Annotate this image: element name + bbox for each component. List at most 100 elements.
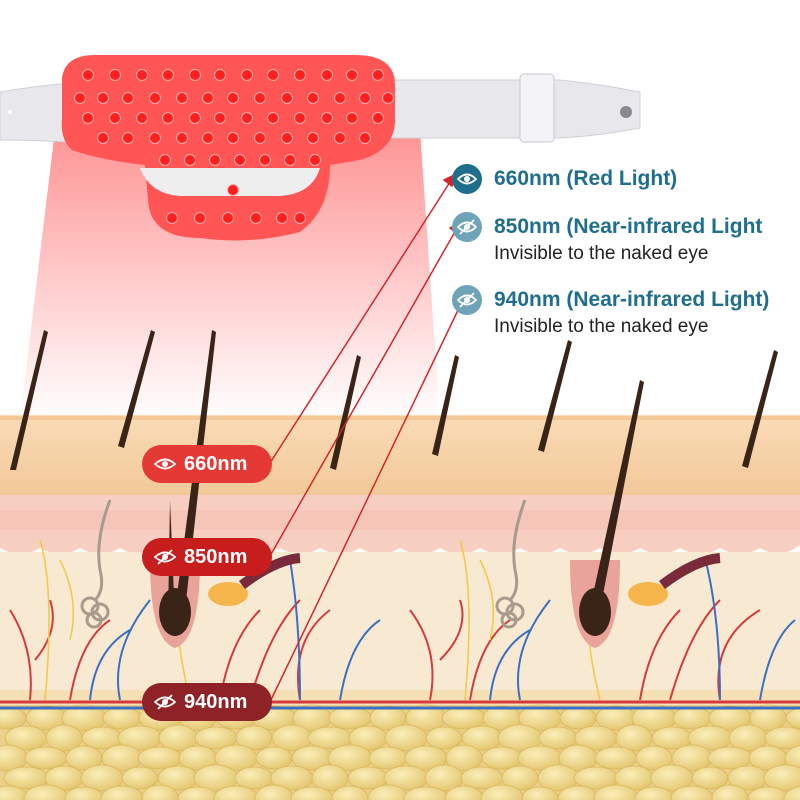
led-dot: [74, 92, 86, 104]
led-dot: [222, 212, 234, 224]
nerves: [39, 539, 601, 701]
led-dot: [209, 154, 221, 166]
eye-slash-icon: [452, 285, 482, 315]
led-dot: [284, 154, 296, 166]
led-dot: [149, 92, 161, 104]
fat-cell: [672, 706, 712, 730]
belt-buckle: [519, 73, 555, 143]
led-dot: [176, 92, 188, 104]
fat-cell: [368, 746, 408, 770]
led-dot: [359, 92, 371, 104]
led-dot: [109, 69, 121, 81]
pill-label: 850nm: [184, 545, 248, 568]
fat-cell: [481, 746, 523, 770]
led-dot: [184, 154, 196, 166]
pad-inner-cutout: [140, 168, 320, 196]
legend-940: 940nm (Near-infrared Light) Invisible to…: [452, 285, 769, 338]
led-dot: [136, 112, 148, 124]
led-dot: [214, 69, 226, 81]
led-dot: [194, 212, 206, 224]
led-dot: [162, 69, 174, 81]
belt-button: [620, 106, 632, 118]
fat-cell: [594, 746, 638, 770]
led-dot: [202, 92, 214, 104]
led-dot: [259, 154, 271, 166]
led-dot: [162, 112, 174, 124]
eye-icon: [452, 164, 482, 194]
light-beam: [20, 130, 440, 420]
led-dot: [346, 69, 358, 81]
legend-660: 660nm (Red Light): [452, 164, 677, 194]
led-dot: [321, 69, 333, 81]
led-dot: [307, 92, 319, 104]
led-dot: [281, 92, 293, 104]
led-dot: [267, 69, 279, 81]
led-dot: [294, 212, 306, 224]
led-dot: [214, 112, 226, 124]
led-dot: [321, 112, 333, 124]
led-dot: [254, 132, 266, 144]
hairs: [10, 330, 778, 610]
led-dot: [250, 212, 262, 224]
led-dot: [159, 154, 171, 166]
led-dot: [372, 112, 384, 124]
led-dot: [202, 132, 214, 144]
eye-slash-icon: [452, 212, 482, 242]
fat-cell: [764, 726, 800, 750]
led-dot: [136, 69, 148, 81]
led-dot: [97, 132, 109, 144]
led-dot: [149, 132, 161, 144]
led-dot: [227, 132, 239, 144]
sweat-gland-left: [80, 499, 112, 629]
pill-label: 660nm: [184, 452, 248, 475]
legend-title: 850nm (Near-infrared Light: [494, 215, 763, 238]
led-dot: [234, 154, 246, 166]
pill-940: 940nm: [142, 683, 272, 721]
vessels: [0, 559, 800, 710]
led-dot: [189, 112, 201, 124]
led-dot: [294, 112, 306, 124]
fat-cell: [783, 786, 800, 800]
led-dot: [382, 92, 394, 104]
fat-cell: [785, 707, 800, 729]
fat-cell: [763, 764, 800, 792]
led-dot: [359, 132, 371, 144]
led-dot: [109, 112, 121, 124]
led-dot: [176, 132, 188, 144]
eye-slash-icon: [154, 549, 176, 565]
led-dot: [97, 92, 109, 104]
pill-label: 940nm: [184, 690, 248, 713]
fat-cell: [102, 706, 142, 730]
led-dot: [82, 69, 94, 81]
eye-icon: [154, 457, 176, 471]
led-dot: [307, 132, 319, 144]
legend-subtitle: Invisible to the naked eye: [494, 243, 709, 264]
led-dot: [276, 212, 288, 224]
legend-850: 850nm (Near-infrared Light Invisible to …: [452, 212, 762, 265]
pill-660: 660nm: [142, 445, 272, 483]
led-array: [74, 69, 394, 224]
led-dot: [82, 112, 94, 124]
led-dot: [334, 92, 346, 104]
led-dot: [227, 184, 239, 196]
legend-title: 660nm (Red Light): [494, 167, 678, 190]
legend-subtitle: Invisible to the naked eye: [494, 316, 709, 337]
led-dot: [241, 112, 253, 124]
led-dot: [241, 69, 253, 81]
fat-cell: [784, 745, 800, 771]
led-dot: [346, 112, 358, 124]
eye-slash-icon: [154, 694, 176, 710]
fat-cell: [255, 746, 293, 770]
led-dot: [122, 92, 134, 104]
led-dot: [372, 69, 384, 81]
fat-cell: [559, 706, 597, 730]
fat-cell: [24, 746, 68, 770]
led-dot: [267, 112, 279, 124]
led-dot: [227, 92, 239, 104]
led-dot: [166, 212, 178, 224]
legend-title: 940nm (Near-infrared Light): [494, 288, 770, 311]
led-dot: [122, 132, 134, 144]
led-dot: [309, 154, 321, 166]
fat-cell: [328, 706, 372, 730]
